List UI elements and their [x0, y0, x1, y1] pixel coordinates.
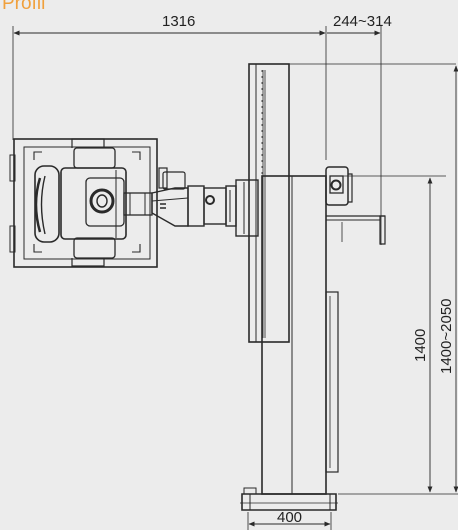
dim-label-height-range: 1400~2050	[438, 299, 455, 375]
dim-label-arm-length: 1316	[162, 13, 195, 30]
dim-label-detector-offset: 244~314	[333, 13, 392, 30]
dim-label-arm-height: 1400	[412, 329, 429, 362]
dim-label-base-width: 400	[277, 509, 302, 526]
detector-head	[9, 138, 168, 268]
tube-head	[325, 166, 386, 245]
arm	[123, 171, 259, 237]
dimension-arm-length	[12, 26, 327, 160]
dimension-heights	[338, 65, 458, 495]
dimension-detector-offset	[310, 26, 382, 245]
column	[240, 63, 456, 511]
dimension-base-width	[247, 512, 332, 530]
section-title: Profil	[2, 0, 46, 14]
